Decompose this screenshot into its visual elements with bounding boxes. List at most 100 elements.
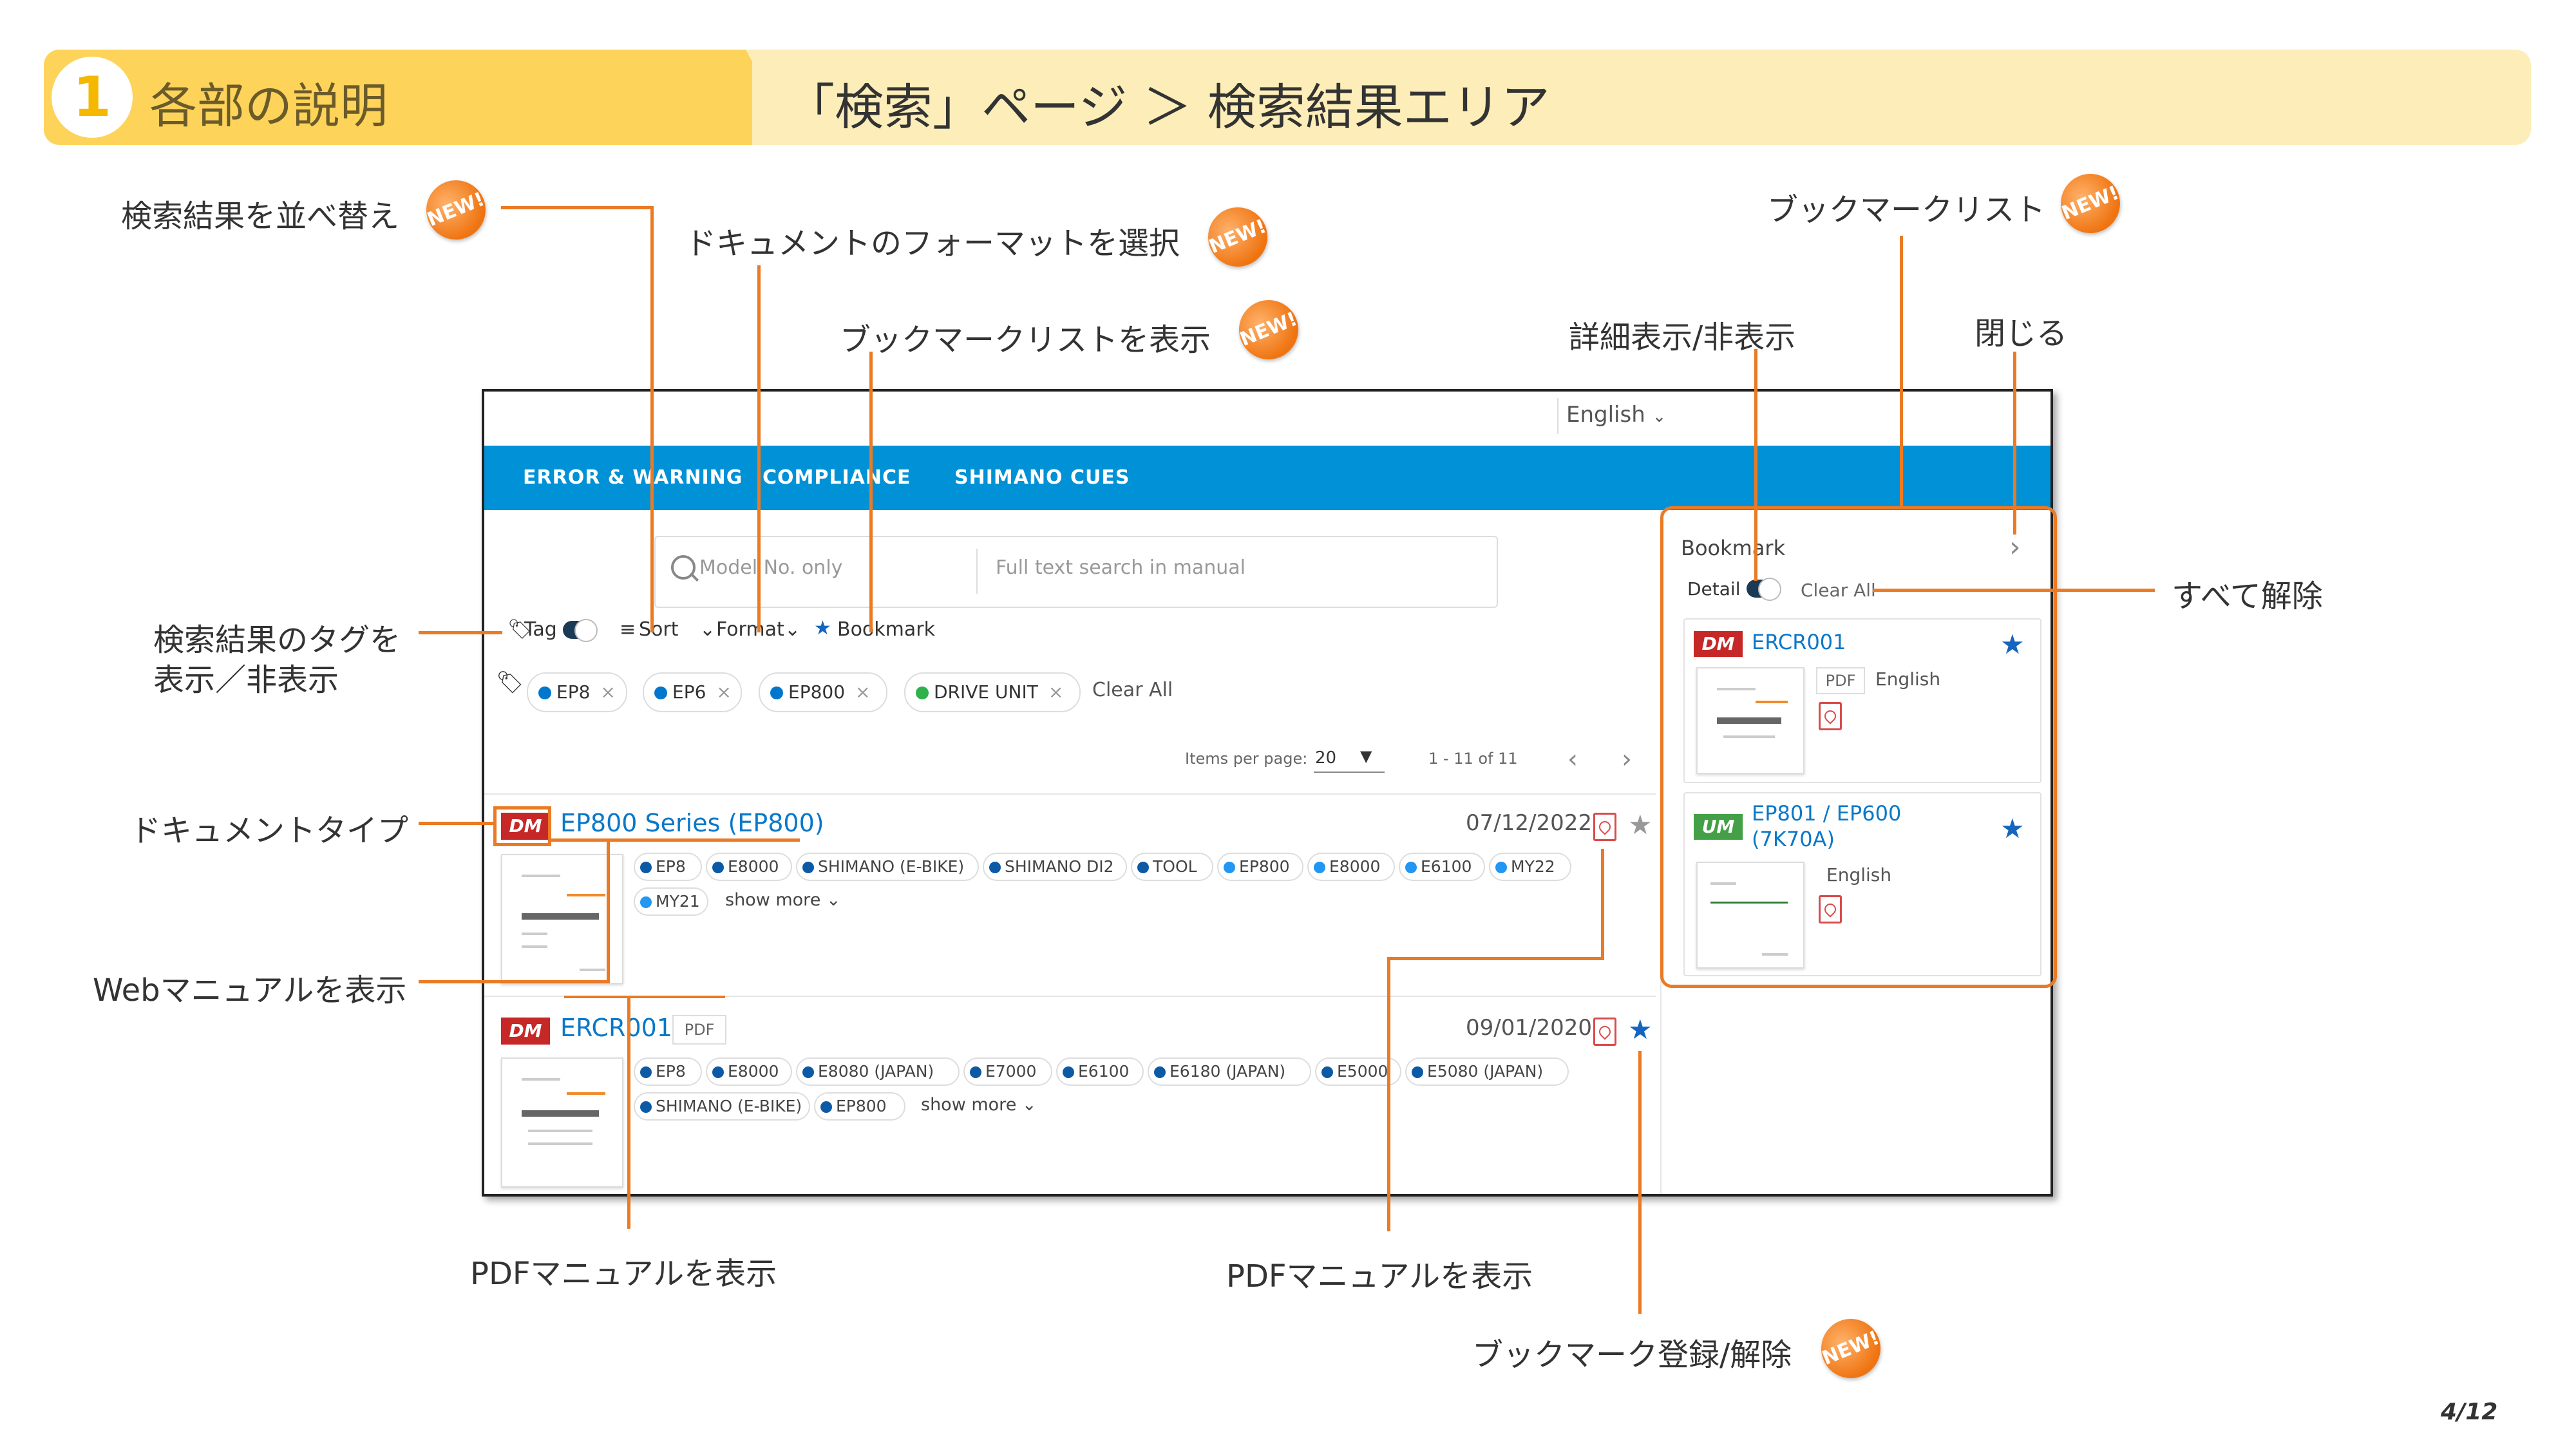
nav-shimano-cues[interactable]: SHIMANO CUES <box>954 466 1130 489</box>
result-date: 07/12/2022 <box>1466 810 1592 836</box>
result-tag[interactable]: E8000 <box>1307 853 1395 881</box>
model-search-input[interactable]: Model No. only <box>699 556 843 579</box>
format-button[interactable]: Format <box>716 618 784 641</box>
result-tag[interactable]: E7000 <box>963 1057 1052 1086</box>
connector-line <box>419 980 609 983</box>
bookmark-title-link-line2[interactable]: (7K70A) <box>1752 827 1835 851</box>
bookmark-clear-all[interactable]: Clear All <box>1801 580 1876 601</box>
close-panel-icon[interactable]: › <box>2009 531 2021 564</box>
filters-clear-all[interactable]: Clear All <box>1092 679 1173 701</box>
language-select[interactable]: English ⌄ <box>1566 402 1666 428</box>
tag-toggle[interactable] <box>563 619 598 642</box>
connector-line <box>1900 236 1903 506</box>
pdf-icon[interactable] <box>1819 702 1842 730</box>
result-tag[interactable]: SHIMANO DI2 <box>983 853 1127 881</box>
result-tag[interactable]: E6100 <box>1399 853 1485 881</box>
prev-page-icon[interactable]: ‹ <box>1567 744 1578 774</box>
divider <box>484 996 1656 997</box>
bookmark-thumbnail[interactable] <box>1696 667 1804 774</box>
bookmark-language: English <box>1875 668 1941 690</box>
connector-line <box>419 631 502 634</box>
result-tag[interactable]: TOOL <box>1131 853 1213 881</box>
header-section-tab <box>44 50 752 145</box>
format-badge-pdf[interactable]: PDF <box>672 1015 726 1045</box>
bookmark-star-icon[interactable]: ★ <box>1628 809 1653 840</box>
result-tag[interactable]: E8080 (JAPAN) <box>796 1057 960 1086</box>
result-tag[interactable]: E6180 (JAPAN) <box>1148 1057 1311 1086</box>
annotation-pdf-manual-right: PDFマニュアルを表示 <box>1226 1258 1533 1294</box>
bookmark-title-link[interactable]: EP801 / EP600 <box>1752 801 1902 826</box>
bookmark-button[interactable]: Bookmark <box>837 618 935 641</box>
bookmark-star-icon[interactable]: ★ <box>1628 1014 1653 1045</box>
pdf-icon[interactable] <box>1819 895 1842 923</box>
detail-toggle[interactable] <box>1747 578 1781 601</box>
chevron-down-icon: ⌄ <box>1652 407 1667 426</box>
result-tag[interactable]: E5000 <box>1315 1057 1401 1086</box>
filter-chip[interactable]: EP6× <box>643 672 742 712</box>
result-date: 09/01/2020 <box>1466 1015 1592 1041</box>
filter-chip[interactable]: EP8× <box>527 672 627 712</box>
result-tag[interactable]: E5080 (JAPAN) <box>1405 1057 1569 1086</box>
connector-line <box>650 206 654 632</box>
bookmark-panel-highlight <box>1660 506 2057 988</box>
search-icon <box>671 555 696 580</box>
show-more-link[interactable]: show more ⌄ <box>725 890 841 910</box>
annotation-close: 閉じる <box>1975 316 2068 352</box>
show-more-link[interactable]: show more ⌄ <box>921 1095 1037 1115</box>
doc-type-badge-um: UM <box>1694 814 1743 840</box>
result-tag[interactable]: MY21 <box>634 887 708 916</box>
filter-chip[interactable]: EP800× <box>759 672 887 712</box>
connector-line <box>501 206 653 209</box>
result-tag[interactable]: EP8 <box>634 853 702 881</box>
annotation-pdf-manual-left: PDFマニュアルを表示 <box>470 1256 777 1292</box>
annotation-web-manual: Webマニュアルを表示 <box>93 972 407 1009</box>
bookmark-panel-title: Bookmark <box>1681 536 1786 560</box>
pdf-icon[interactable] <box>1593 1018 1616 1046</box>
annotation-detail: 詳細表示/非表示 <box>1569 319 1796 355</box>
result-title-link[interactable]: ERCR001 <box>560 1014 672 1042</box>
new-badge-icon: NEW! <box>2052 165 2129 242</box>
tag-icon: 🏷 <box>507 618 533 641</box>
language-divider <box>1557 398 1558 434</box>
annotation-tags-line1: 検索結果のタグを <box>153 622 401 658</box>
result-tag[interactable]: E6100 <box>1056 1057 1144 1086</box>
doc-type-badge-dm: DM <box>1694 631 1743 657</box>
annotation-bookmark-show: ブックマークリストを表示 <box>840 322 1211 358</box>
annotation-doc-type: ドキュメントタイプ <box>130 813 409 849</box>
doc-type-badge-dm: DM <box>501 1018 550 1045</box>
result-tag[interactable]: MY22 <box>1489 853 1571 881</box>
result-tag[interactable]: EP800 <box>814 1092 905 1121</box>
nav-compliance[interactable]: COMPLIANCE <box>762 466 911 489</box>
bookmark-card <box>1683 618 2041 783</box>
web-manual-thumbnail[interactable] <box>501 854 623 984</box>
result-tag[interactable]: EP8 <box>634 1057 702 1086</box>
filter-chip[interactable]: DRIVE UNIT× <box>904 672 1081 712</box>
search-divider <box>976 549 978 594</box>
bookmark-thumbnail[interactable] <box>1696 862 1804 969</box>
page-heading: 「検索」ページ ＞ 検索結果エリア <box>786 79 1550 136</box>
nav-error-warning[interactable]: ERROR & WARNING <box>523 466 743 489</box>
annotation-tags-line2: 表示／非表示 <box>153 662 339 698</box>
next-page-icon[interactable]: › <box>1622 744 1632 774</box>
result-tag[interactable]: SHIMANO (E-BIKE) <box>634 1092 810 1121</box>
bookmark-title-link[interactable]: ERCR001 <box>1752 630 1846 654</box>
result-tag[interactable]: EP800 <box>1217 853 1303 881</box>
pdf-manual-thumbnail[interactable] <box>501 1057 623 1188</box>
sort-button[interactable]: Sort <box>639 618 679 641</box>
items-per-page-select[interactable]: 20 <box>1315 748 1337 768</box>
pagination-range: 1 - 11 of 11 <box>1428 750 1518 768</box>
result-title-link[interactable]: EP800 Series (EP800) <box>560 809 824 837</box>
connector-line <box>1638 1051 1642 1314</box>
result-tag[interactable]: SHIMANO (E-BIKE) <box>796 853 979 881</box>
result-tag[interactable]: E8000 <box>706 1057 792 1086</box>
bookmark-star-icon[interactable]: ★ <box>2000 629 2025 660</box>
chevron-down-icon: ⌄ <box>699 618 716 641</box>
result-tag[interactable]: E8000 <box>706 853 792 881</box>
format-badge-pdf[interactable]: PDF <box>1816 667 1865 694</box>
divider <box>484 793 1656 795</box>
pdf-icon[interactable] <box>1593 813 1616 841</box>
fulltext-search-input[interactable]: Full text search in manual <box>996 556 1246 579</box>
connector-line <box>1601 849 1604 960</box>
title-underline-highlight <box>564 996 725 998</box>
bookmark-star-icon[interactable]: ★ <box>2000 813 2025 844</box>
